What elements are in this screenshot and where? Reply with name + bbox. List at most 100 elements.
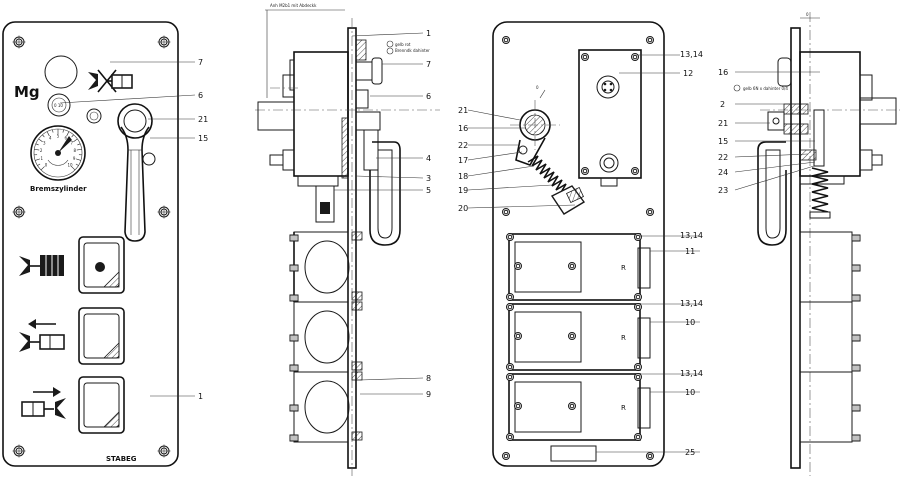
callout-6: 6	[198, 91, 203, 100]
callout-1: 1	[198, 392, 203, 401]
svg-text:17: 17	[458, 156, 468, 165]
gauge-label: Bremszylinder	[30, 185, 87, 193]
gauge-tick-label: 0	[45, 163, 48, 168]
note-top: Anh M2b1 mit Abdeckk	[270, 3, 317, 8]
corner-screw-icon	[12, 35, 26, 49]
gauge-tick-label: 2	[40, 148, 43, 153]
connector-socket	[596, 75, 620, 99]
note-yellow: gelb rot	[395, 42, 411, 47]
small-gauge	[47, 93, 71, 117]
handle-right	[757, 141, 787, 246]
svg-text:13,14: 13,14	[680, 50, 703, 59]
relay-module: R	[508, 233, 651, 301]
corner-screw-icon	[157, 205, 171, 219]
release-button[interactable]	[78, 236, 125, 294]
gauge-tick-label: 6	[64, 135, 67, 140]
mg-label: Mg	[14, 83, 40, 101]
svg-text:13,14: 13,14	[680, 299, 703, 308]
svg-text:22: 22	[718, 153, 728, 162]
gauge-tick	[66, 131, 70, 137]
side-view-right: 0 gelb 6N x dah	[718, 12, 900, 476]
terminal-box	[578, 49, 642, 179]
gauge-tick-label: 3	[43, 141, 46, 146]
apply-right-button[interactable]	[78, 376, 125, 434]
small-lamp	[86, 108, 102, 124]
svg-text:0: 0	[536, 85, 539, 90]
relay-module: R	[508, 303, 651, 371]
svg-text:12: 12	[683, 69, 693, 78]
release-symbol-icon	[19, 255, 64, 276]
svg-text:3: 3	[426, 174, 431, 183]
gauge-tick-label: 10	[67, 163, 73, 168]
svg-text:19: 19	[458, 186, 468, 195]
gauge-tick-label: 8	[74, 148, 77, 153]
side-view-left: Anh M2b1 mit Abdeckk gelb rot Brenndk da…	[255, 3, 440, 476]
stop-pin	[142, 152, 156, 166]
brand-label: STABEG	[106, 455, 137, 463]
svg-text:22: 22	[458, 141, 468, 150]
callout-21: 21	[198, 115, 208, 124]
svg-text:11: 11	[685, 247, 695, 256]
svg-text:7: 7	[426, 60, 431, 69]
corner-screw-icon	[12, 444, 26, 458]
rear-plate-outline	[492, 21, 665, 467]
svg-text:23: 23	[718, 186, 728, 195]
gauge-tick	[40, 166, 45, 171]
side-right-callouts: 16 2 21 15 22 24 23	[718, 68, 820, 195]
svg-text:8: 8	[426, 374, 431, 383]
svg-text:21: 21	[458, 106, 468, 115]
gauge-tick	[52, 129, 54, 133]
svg-text:4: 4	[426, 154, 431, 163]
svg-text:13,14: 13,14	[680, 231, 703, 240]
gauge-tick	[71, 166, 76, 171]
svg-text:10: 10	[685, 318, 695, 327]
svg-text:6: 6	[426, 92, 431, 101]
brake-release-symbol-icon	[88, 69, 133, 93]
note-right: gelb 6N x dahinter 0/4	[743, 86, 788, 91]
side-left-callouts: 1 7 6 4 3 5 8 9	[334, 29, 431, 399]
svg-text:10: 10	[685, 388, 695, 397]
compression-spring-right	[809, 109, 831, 219]
gauge-tick	[75, 158, 81, 161]
svg-text:16: 16	[718, 68, 728, 77]
gauge-tick-label: 9	[73, 156, 76, 161]
gauge-tick	[73, 138, 78, 143]
apply-left-button[interactable]	[78, 307, 125, 365]
gauge-tick	[46, 131, 50, 137]
gauge-tick	[34, 148, 40, 151]
svg-text:0 10: 0 10	[54, 103, 63, 108]
gauge-tick	[77, 143, 81, 146]
gauge-tick	[35, 143, 39, 146]
svg-text:5: 5	[426, 186, 431, 195]
cable-gland	[599, 153, 619, 173]
brake-handle[interactable]	[117, 103, 153, 242]
gauge-tick-label: 7	[70, 141, 73, 146]
rear-view: 0 R R R	[458, 21, 703, 467]
svg-text:15: 15	[718, 137, 728, 146]
corner-screw-icon	[157, 444, 171, 458]
indicator-lamp	[44, 55, 78, 89]
apply-left-symbol-icon	[19, 319, 65, 352]
callout-15: 15	[198, 134, 208, 143]
gauge-tick-label: 4	[49, 135, 52, 140]
svg-text:21: 21	[718, 119, 728, 128]
svg-text:9: 9	[426, 390, 431, 399]
gauge-tick	[62, 129, 64, 133]
name-plate	[550, 445, 597, 462]
gauge-tick	[38, 138, 43, 143]
relay-module: R	[508, 373, 651, 441]
gauge-tick	[35, 158, 41, 161]
apply-right-symbol-icon	[21, 387, 66, 419]
svg-text:18: 18	[458, 172, 468, 181]
note-lamp: Brenndk dahinter	[395, 48, 430, 53]
callout-7: 7	[198, 58, 203, 67]
gauge-tick	[42, 134, 45, 138]
handle-side	[369, 141, 401, 246]
rear-callouts: 13,14 12 21 16 22 17 18 19 20 13,14 11 1…	[458, 50, 703, 457]
side-plate-right	[790, 27, 801, 469]
compression-spring	[527, 155, 567, 195]
